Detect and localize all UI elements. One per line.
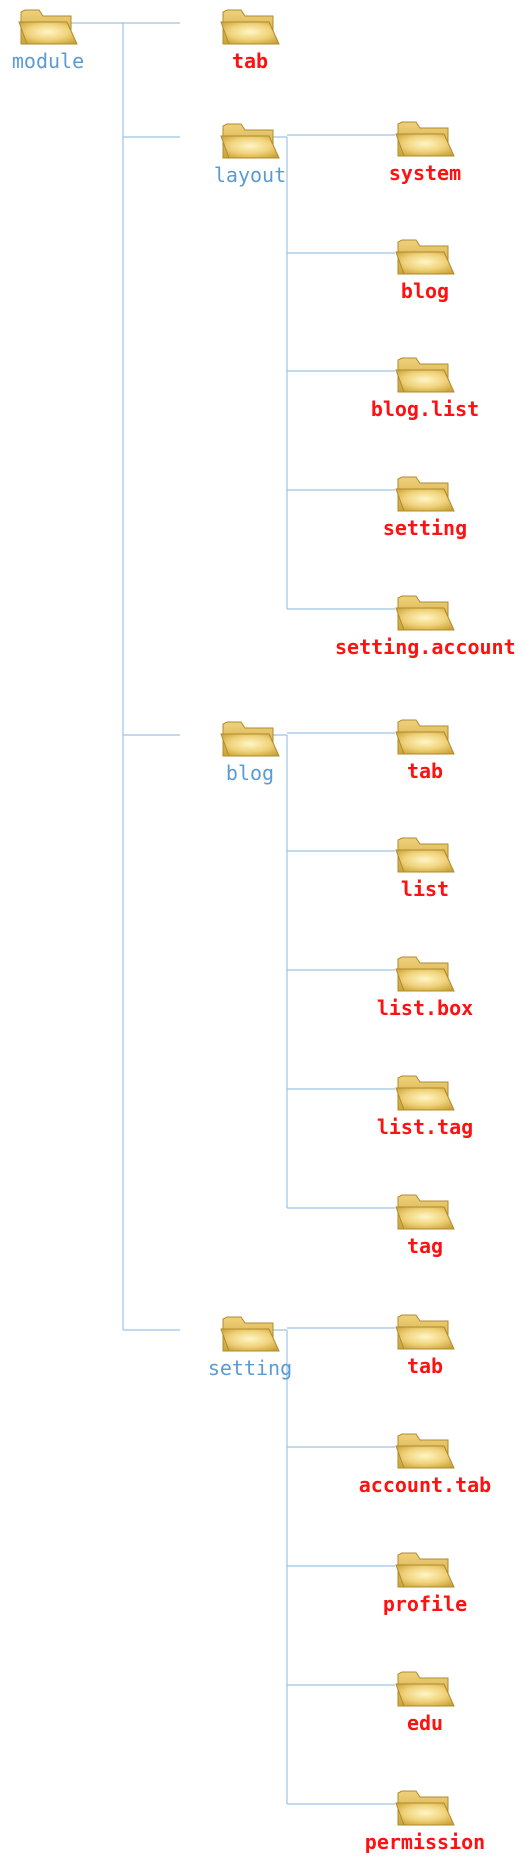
folder-icon [394, 832, 456, 876]
node-module: module [0, 4, 138, 104]
node-layout: layout [160, 118, 340, 218]
folder-icon [219, 4, 281, 48]
node-label: profile [382, 1592, 468, 1616]
node-list-tag: list.tag [335, 1070, 515, 1170]
node-label: blog [225, 761, 275, 785]
node-label: system [388, 161, 462, 185]
node-list-box: list.box [335, 951, 515, 1051]
node-label: permission [364, 1830, 486, 1854]
node-label: setting.account [335, 635, 516, 659]
node-edu: edu [335, 1666, 515, 1766]
folder-icon [394, 1785, 456, 1829]
node-profile: profile [335, 1547, 515, 1647]
node-label: list [400, 877, 450, 901]
node-label: list.box [376, 996, 474, 1020]
node-setting-account: setting.account [335, 590, 516, 690]
node-tab: tab [335, 1309, 515, 1409]
node-tag: tag [335, 1189, 515, 1289]
folder-icon [394, 1189, 456, 1233]
folder-icon [394, 951, 456, 995]
node-label: tab [231, 49, 269, 73]
folder-icon [394, 352, 456, 396]
node-label: setting [382, 516, 468, 540]
node-blog-list: blog.list [335, 352, 515, 452]
node-label: module [11, 49, 85, 73]
node-list: list [335, 832, 515, 932]
node-label: tag [406, 1234, 444, 1258]
node-label: tab [406, 759, 444, 783]
node-tab: tab [335, 714, 515, 814]
folder-icon [394, 590, 456, 634]
folder-icon [219, 716, 281, 760]
node-setting: setting [160, 1311, 340, 1411]
folder-icon [394, 1428, 456, 1472]
folder-icon [394, 471, 456, 515]
node-label: layout [213, 163, 287, 187]
node-blog: blog [160, 716, 340, 816]
node-tab: tab [160, 4, 340, 104]
folder-icon [17, 4, 79, 48]
node-label: edu [406, 1711, 444, 1735]
folder-icon [219, 1311, 281, 1355]
folder-icon [394, 1666, 456, 1710]
node-system: system [335, 116, 515, 216]
folder-icon [219, 118, 281, 162]
node-label: list.tag [376, 1115, 474, 1139]
node-label: tab [406, 1354, 444, 1378]
node-permission: permission [335, 1785, 515, 1868]
node-setting: setting [335, 471, 515, 571]
folder-icon [394, 1547, 456, 1591]
node-account-tab: account.tab [335, 1428, 515, 1528]
folder-icon [394, 1309, 456, 1353]
folder-icon [394, 714, 456, 758]
node-label: account.tab [358, 1473, 492, 1497]
folder-icon [394, 1070, 456, 1114]
node-label: setting [207, 1356, 293, 1380]
folder-icon [394, 116, 456, 160]
folder-icon [394, 234, 456, 278]
node-blog: blog [335, 234, 515, 334]
node-label: blog [400, 279, 450, 303]
node-label: blog.list [370, 397, 480, 421]
